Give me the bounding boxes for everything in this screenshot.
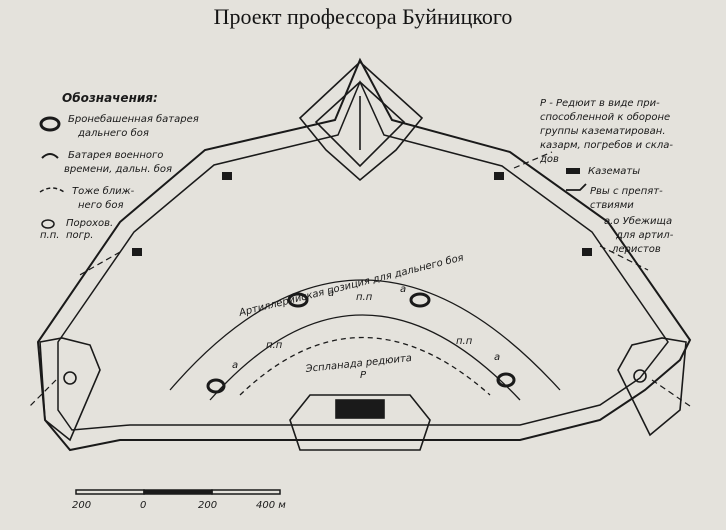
scale-tick-4: 400 м <box>256 500 286 511</box>
label-redoubt-p: Р <box>360 370 367 381</box>
legend-item-1-line1: Бронебашенная батарея <box>68 113 199 125</box>
legend-item-4-line2: погр. <box>66 230 93 241</box>
scale-bar: 200 0 200 400 м <box>72 489 286 511</box>
outward-arrows <box>27 151 691 409</box>
wartime-battery-icon <box>41 153 59 159</box>
legend-right-ditches-2: ствиями <box>590 200 634 211</box>
artillery-arc <box>169 279 561 401</box>
legend-right: Р - Редюит в виде при- способленной к об… <box>539 98 674 255</box>
inner-rampart <box>57 80 669 431</box>
casemate-icon <box>566 168 580 174</box>
legend-item-1-line2: дальнего боя <box>77 127 149 139</box>
legend-item-3-line2: него боя <box>78 199 124 211</box>
label-powder-magazine-3: п.п <box>456 336 473 347</box>
north-ravelin <box>298 60 424 182</box>
legend-right-redoubt-1: Р - Редюит в виде при- <box>540 98 660 109</box>
legend-heading: Обозначения: <box>62 91 158 105</box>
page-title: Проект профессора Буйницкого <box>213 4 513 29</box>
label-shelter-1: а <box>400 284 406 295</box>
legend-right-shelters-3: леристов <box>611 244 661 255</box>
powder-magazine-icon <box>41 219 55 229</box>
left-bastion <box>39 337 101 442</box>
label-powder-magazine-1: п.п <box>356 292 373 303</box>
armored-battery-icon <box>39 116 61 132</box>
label-artillery-position: Артиллерийская позиция для дальнего боя <box>237 251 465 319</box>
legend-right-ditches-1: Рвы с препят- <box>590 186 663 197</box>
label-esplanade: Эспланада редюита <box>304 353 412 375</box>
legend-right-redoubt-4: казарм, погребов и скла- <box>540 139 673 151</box>
scale-bar-segment-1 <box>75 489 145 495</box>
fortress-outline <box>36 57 692 452</box>
legend-item-3-line1: Тоже ближ- <box>72 185 135 197</box>
legend-right-redoubt-2: способленной к обороне <box>540 111 670 123</box>
label-shelter-3: а <box>232 360 238 371</box>
legend-item-4-line1: Порохов. <box>66 218 113 229</box>
ditch-icon <box>566 183 587 191</box>
legend-right-shelters-1: а.о Убежища <box>604 215 672 227</box>
casemates <box>132 172 592 256</box>
legend-right-redoubt-3: группы казематирован. <box>540 126 666 137</box>
scale-tick-2: 0 <box>140 500 146 511</box>
scale-tick-1: 200 <box>72 500 91 511</box>
scale-tick-3: 200 <box>198 500 217 511</box>
legend-item-4-marker: п.п. <box>40 230 59 241</box>
legend-right-redoubt-5: дов <box>539 154 559 165</box>
batteries <box>206 292 516 394</box>
label-shelter-4: а <box>494 352 500 363</box>
scale-bar-segment-2 <box>143 489 213 495</box>
legend-left: Обозначения: Бронебашенная батарея дальн… <box>39 91 199 241</box>
central-redoubt <box>289 394 431 451</box>
legend-item-2-line2: времени, дальн. боя <box>64 163 172 175</box>
plan-labels: Артиллерийская позиция для дальнего боя … <box>232 251 500 381</box>
right-bastion <box>617 337 687 437</box>
legend-item-2-line1: Батарея военного <box>68 150 163 161</box>
scale-bar-segment-3 <box>211 489 281 495</box>
label-powder-magazine-2: п.п <box>266 340 283 351</box>
outer-rampart <box>36 57 692 452</box>
legend-right-shelters-2: для артил- <box>615 230 674 241</box>
legend-right-casemates: Казематы <box>588 166 640 177</box>
label-shelter-2: а <box>328 288 334 299</box>
close-battery-icon <box>39 187 65 193</box>
